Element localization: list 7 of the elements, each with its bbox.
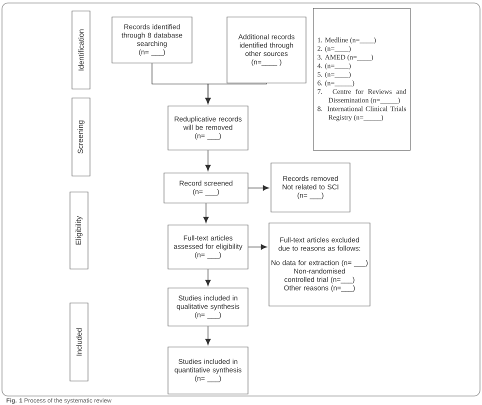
arrow: [205, 150, 211, 172]
arrow: [205, 326, 211, 346]
arrow: [248, 244, 268, 250]
arrow: [205, 269, 211, 286]
arrow: [203, 203, 209, 224]
arrow: [205, 83, 267, 104]
arrow: [248, 185, 270, 191]
